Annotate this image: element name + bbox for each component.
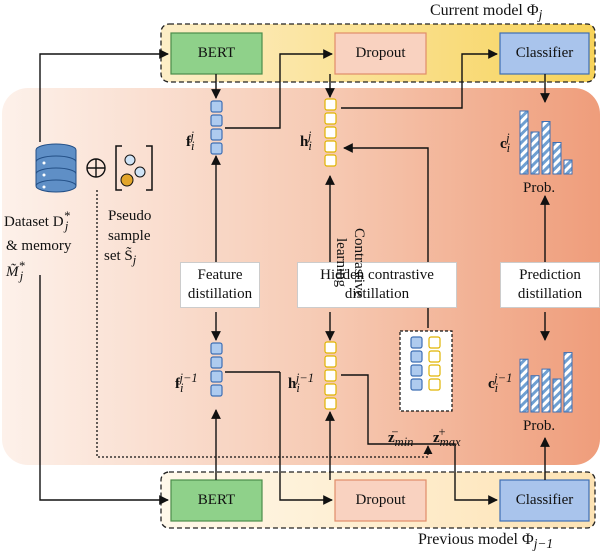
database-icon [35, 143, 77, 193]
prediction-current-bar [541, 121, 551, 175]
f-current-cell [210, 100, 223, 113]
prediction-distillation-card: Prediction distillation [500, 262, 600, 308]
h-previous-cell [324, 397, 337, 410]
dropout-previous-box [334, 479, 427, 522]
bert-previous-label: BERT [197, 492, 236, 508]
f-previous-cell [210, 370, 223, 383]
h-current-cell [324, 126, 337, 139]
pseudo-sample-dotted-line [96, 190, 433, 458]
dropout-current-box [334, 32, 427, 75]
z-max-cell [428, 378, 441, 391]
f-previous-cell [210, 384, 223, 397]
z-max-cell [428, 364, 441, 377]
f-previous-cell [210, 342, 223, 355]
bert-previous-box [170, 479, 263, 522]
h-current-cell [324, 154, 337, 167]
h-previous-label: hij−1 [288, 371, 314, 395]
h-current-label: hij [300, 129, 312, 153]
classifier-previous-label: Classifier [515, 492, 574, 508]
classifier-previous-box [499, 479, 590, 522]
h-current-cell [324, 98, 337, 111]
contrastive-learning-label: Contrastive learning [333, 228, 367, 298]
h-previous-cell [324, 369, 337, 382]
z-max-cell [428, 350, 441, 363]
h-current-cell [324, 112, 337, 125]
prediction-bars-current [519, 110, 573, 175]
prediction-previous-bar [541, 368, 551, 413]
h-current-cell [324, 140, 337, 153]
prediction-current-bar [552, 142, 562, 175]
oplus-icon [86, 158, 106, 178]
z-min-cell [410, 378, 423, 391]
z-min-cell [410, 336, 423, 349]
z-min-label: zmin− [388, 425, 414, 449]
hidden-vector-previous [324, 341, 337, 410]
z-min-cell [410, 350, 423, 363]
feature-distillation-card: Feature distillation [180, 262, 260, 308]
hidden-distillation-card: Hidden contrastive distillation [297, 262, 457, 308]
pseudo-sample-label: Pseudo sample set S̃j [104, 208, 152, 267]
z-max-label: zmax+ [433, 425, 461, 449]
prediction-current-bar [563, 159, 573, 175]
z-max-vector [428, 336, 441, 391]
dataset-label: Dataset D*j & memory M̃*j [4, 209, 72, 283]
feature-vector-previous [210, 342, 223, 397]
contrastive-sample-box [399, 330, 453, 412]
prob-previous-label: Prob. [523, 418, 556, 434]
prediction-previous-bar [530, 375, 540, 413]
z-min-vector [410, 336, 423, 391]
classifier-current-label: Classifier [515, 45, 574, 61]
f-current-cell [210, 114, 223, 127]
prediction-current-bar [530, 131, 540, 175]
f-previous-label: fij−1 [175, 371, 198, 395]
current-model-title: Current model Φj [430, 2, 543, 23]
prob-current-label: Prob. [523, 180, 556, 196]
c-current-label: cij [500, 131, 511, 155]
prediction-bars-previous [519, 352, 573, 413]
z-min-cell [410, 364, 423, 377]
previous-model-title: Previous model Φj−1 [418, 531, 554, 552]
h-previous-cell [324, 341, 337, 354]
feature-vector-current [210, 100, 223, 155]
h-previous-cell [324, 383, 337, 396]
z-max-cell [428, 336, 441, 349]
dropout-previous-label: Dropout [355, 492, 406, 508]
connector-lines [39, 49, 550, 505]
classifier-current-box [499, 32, 590, 75]
hidden-vector-current [324, 98, 337, 167]
prediction-previous-bar [563, 352, 573, 413]
c-previous-label: cij−1 [488, 371, 513, 395]
prediction-previous-bar [552, 378, 562, 413]
f-current-label: fij [186, 129, 195, 153]
bert-current-label: BERT [197, 45, 236, 61]
h-previous-cell [324, 355, 337, 368]
prediction-current-bar [519, 110, 529, 175]
dropout-current-label: Dropout [355, 45, 406, 61]
prediction-previous-bar [519, 358, 529, 413]
f-previous-cell [210, 356, 223, 369]
pseudo-sample-icon [115, 145, 153, 191]
f-current-cell [210, 128, 223, 141]
f-current-cell [210, 142, 223, 155]
